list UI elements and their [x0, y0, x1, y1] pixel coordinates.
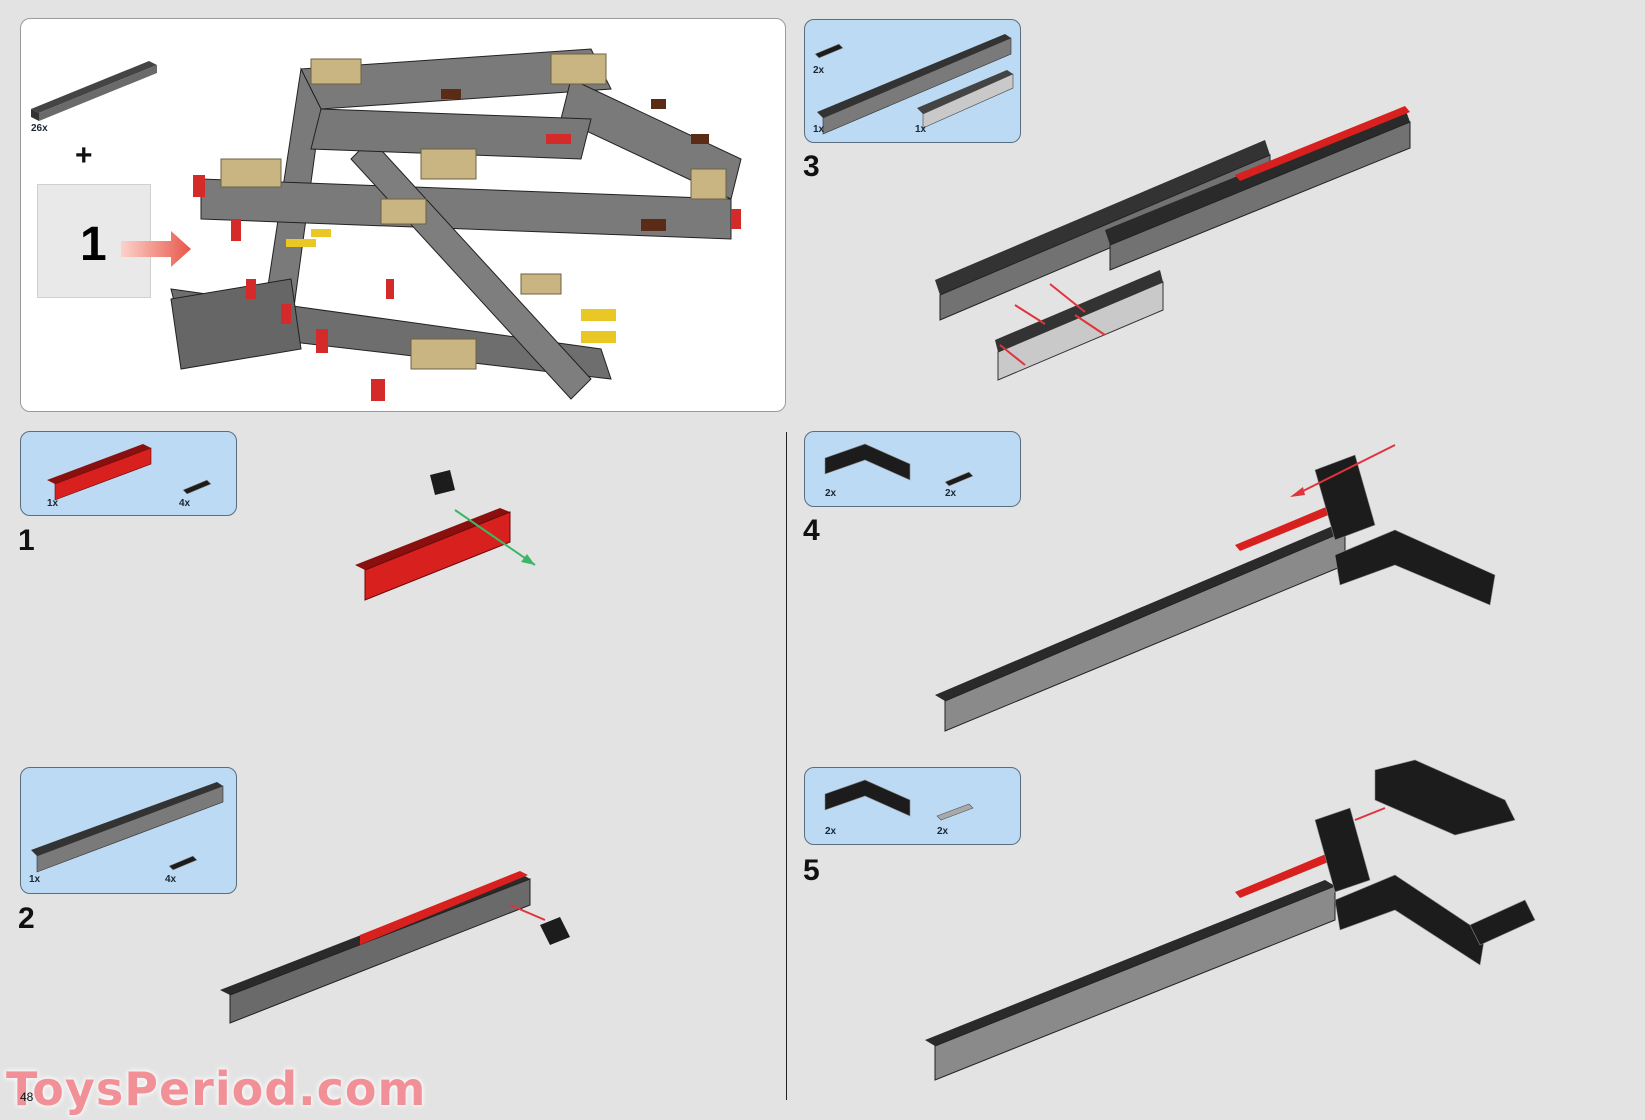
step-3-part-2-qty: 1x [813, 124, 825, 135]
step-1-part-2-qty: 4x [179, 498, 191, 509]
step-2-part-1-qty: 1x [29, 874, 41, 885]
step-1-part-1-qty: 1x [47, 498, 59, 509]
overview-panel: 26x + 1 [20, 18, 786, 412]
column-divider [786, 432, 787, 1100]
technic-axle-pin-icon [936, 803, 974, 821]
step-5-part-1-qty: 2x [825, 826, 837, 837]
technic-pin-icon [944, 471, 974, 487]
technic-pin-icon [814, 43, 844, 59]
step-5-parts-box: 2x 2x [804, 767, 1021, 845]
step-3-part-3-qty: 1x [915, 124, 927, 135]
step-3-number: 3 [803, 150, 820, 183]
step-2-assembly [220, 871, 570, 1024]
step-5-part-2-qty: 2x [937, 826, 949, 837]
watermark: ToysPeriod.com [6, 1062, 427, 1116]
beam-15-icon [31, 61, 157, 121]
technic-brick-1x8-red-icon [47, 444, 152, 501]
technic-pin-icon [182, 479, 212, 495]
step-3-assembly [935, 106, 1411, 381]
technic-brick-1x16-icon [817, 34, 1012, 135]
step-5-number: 5 [803, 854, 820, 887]
overview-beam-qty: 26x [31, 123, 48, 134]
bag-number: 1 [80, 218, 107, 271]
model-frame-illustration [170, 48, 742, 401]
step-2-parts-box: 1x 4x [20, 767, 237, 894]
step-1-number: 1 [18, 524, 35, 557]
step-4-assembly [935, 444, 1496, 732]
technic-pin-icon [168, 855, 198, 871]
step-3-parts-box: 2x 1x 1x [804, 19, 1021, 143]
technic-brick-angle-icon [824, 779, 911, 817]
page-number: 48 [20, 1090, 34, 1104]
technic-brick-angle-icon [824, 443, 911, 481]
plus-sign: + [75, 139, 93, 172]
step-4-parts-box: 2x 2x [804, 431, 1021, 507]
step-2-number: 2 [18, 902, 35, 935]
step-5-assembly [925, 759, 1536, 1081]
step-4-part-1-qty: 2x [825, 488, 837, 499]
step-4-number: 4 [803, 514, 820, 547]
technic-brick-1x8-icon [917, 70, 1014, 129]
arrow-right-icon [121, 231, 191, 267]
step-1-parts-box: 1x 4x [20, 431, 237, 516]
step-3-part-1-qty: 2x [813, 65, 825, 76]
step-2-part-2-qty: 4x [165, 874, 177, 885]
step-1-assembly [355, 470, 536, 601]
step-4-part-2-qty: 2x [945, 488, 957, 499]
technic-brick-1x16-icon [31, 782, 224, 873]
